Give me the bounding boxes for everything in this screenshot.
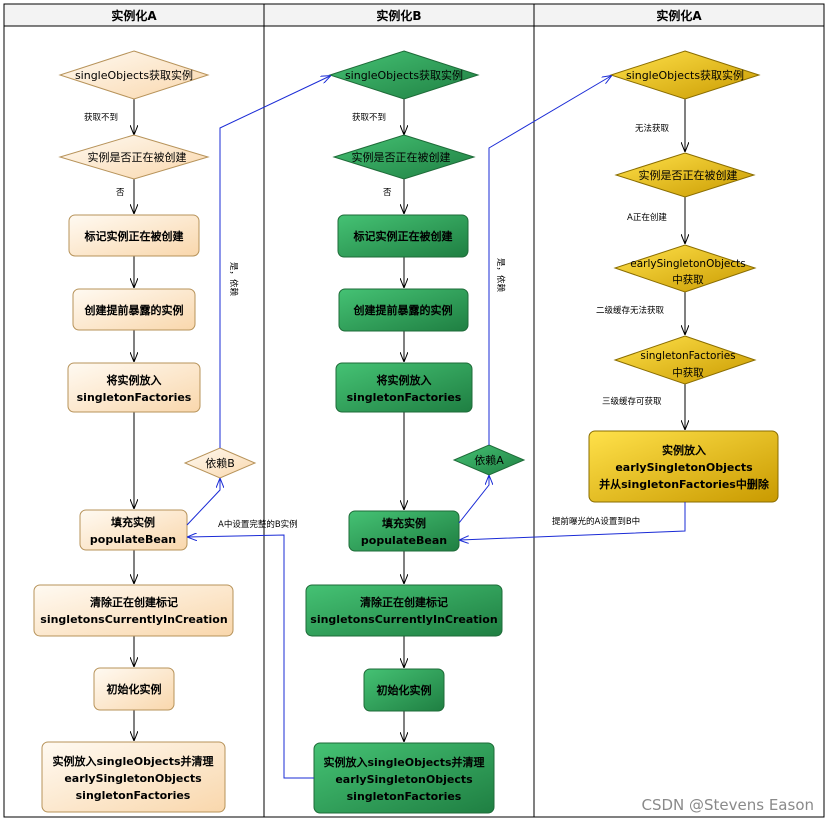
mid-process-put (335, 362, 473, 413)
mid-label-no: 否 (383, 188, 392, 198)
lane-title-right: 实例化A (656, 8, 702, 23)
arrow-left-populate-to-dep (186, 479, 220, 526)
mid-process-final-line2: earlySingletonObjects (335, 773, 473, 786)
arrow-mid-dep-to-right-get (488, 76, 611, 445)
left-process-put-line1: 将实例放入 (107, 373, 162, 387)
left-label-yes: 是，依赖 (228, 262, 239, 297)
mid-process-put-line2: singletonFactories (347, 391, 462, 404)
mid-process-mark (337, 214, 469, 258)
left-process-populate-line1: 填充实例 (111, 515, 155, 529)
arrow-mid-populate-to-dep (458, 476, 489, 524)
left-process-populate (79, 509, 188, 551)
left-process-early (72, 288, 196, 331)
left-process-init (93, 667, 175, 711)
left-process-init-label: 初始化实例 (107, 682, 162, 696)
mid-process-final-line1: 实例放入singleObjects并清理 (323, 755, 484, 769)
cross-lane-arrows (186, 76, 686, 779)
left-process-populate-line2: populateBean (90, 533, 176, 546)
right-decision-factories-line1: singletonFactories (640, 350, 735, 362)
right-decision-get-label: singleObjects获取实例 (626, 68, 744, 82)
mid-process-final-line3: singletonFactories (347, 790, 462, 803)
left-process-clear (33, 584, 234, 637)
left-process-final (41, 741, 226, 813)
arrow-mid-final-to-left-populate (188, 535, 314, 779)
mid-process-init (363, 668, 445, 712)
right-decision-early (613, 244, 757, 293)
right-process-move-line1: 实例放入 (662, 443, 706, 457)
right-decision-get (609, 50, 761, 100)
mid-process-populate-line2: populateBean (361, 534, 447, 547)
mid-label-yes: 是，依赖 (495, 258, 506, 293)
right-decision-creating-label: 实例是否正在被创建 (639, 168, 738, 182)
mid-process-early-label: 创建提前暴露的实例 (353, 303, 453, 317)
arrow-left-dep-to-mid-get (219, 76, 330, 448)
mid-decision-dep-label: 依赖A (474, 454, 504, 467)
left-decision-creating-label: 实例是否正在被创建 (88, 150, 187, 164)
right-label-cannot: 无法获取 (635, 123, 670, 134)
mid-label-notfound: 获取不到 (352, 112, 386, 123)
right-process-move-line3: 并从singletonFactories中删除 (599, 477, 770, 491)
right-decision-early-line2: 中获取 (672, 273, 704, 286)
right-label-l2: 二级缓存无法获取 (596, 305, 665, 316)
right-decision-factories-line2: 中获取 (672, 366, 704, 379)
right-label-creating: A正在创建 (627, 212, 667, 223)
mid-process-populate-line1: 填充实例 (382, 516, 426, 530)
left-process-final-line1: 实例放入singleObjects并清理 (52, 754, 213, 768)
mid-process-init-label: 初始化实例 (377, 683, 432, 697)
left-process-final-line3: singletonFactories (76, 789, 191, 802)
left-process-put-line2: singletonFactories (77, 391, 192, 404)
left-process-mark (68, 214, 200, 257)
mid-process-clear (305, 584, 503, 637)
mid-process-early (338, 288, 469, 332)
mid-lane: singleObjects获取实例 获取不到 实例是否正在被创建 否 标记实例正… (305, 50, 526, 814)
mid-process-clear-line2: singletonsCurrentlyInCreation (310, 613, 497, 626)
mid-decision-get (328, 50, 480, 100)
mid-decision-creating-label: 实例是否正在被创建 (352, 150, 451, 164)
left-decision-get-label: singleObjects获取实例 (75, 68, 193, 82)
left-process-mark-label: 标记实例正在被创建 (84, 229, 185, 243)
left-decision-dep-label: 依赖B (205, 457, 235, 470)
mid-process-populate (348, 510, 460, 552)
mid-decision-get-label: singleObjects获取实例 (345, 68, 463, 82)
right-process-move-line2: earlySingletonObjects (615, 461, 753, 474)
watermark: CSDN @Stevens Eason (641, 796, 814, 814)
right-lane: singleObjects获取实例 无法获取 实例是否正在被创建 A正在创建 e… (588, 50, 779, 503)
right-decision-factories (613, 335, 757, 385)
mid-decision-creating (332, 134, 476, 180)
lane-title-mid: 实例化B (376, 8, 421, 23)
mid-process-put-line1: 将实例放入 (377, 373, 432, 387)
left-process-clear-line2: singletonsCurrentlyInCreation (40, 613, 227, 626)
right-label-l3: 三级缓存可获取 (602, 396, 662, 407)
mid-process-clear-line1: 清除正在创建标记 (360, 595, 448, 609)
left-process-early-label: 创建提前暴露的实例 (84, 303, 184, 317)
left-process-put (67, 362, 201, 413)
left-lane: singleObjects获取实例 获取不到 实例是否正在被创建 否 标记实例正… (33, 50, 257, 813)
right-decision-early-line1: earlySingletonObjects (630, 258, 746, 270)
left-process-clear-line1: 清除正在创建标记 (90, 595, 178, 609)
left-label-notfound: 获取不到 (84, 112, 118, 123)
right-decision-creating (614, 152, 756, 198)
left-decision-creating (58, 134, 210, 180)
left-process-final-line2: earlySingletonObjects (64, 772, 202, 785)
right-label-setA: 提前曝光的A设置到B中 (552, 516, 640, 527)
left-label-setB: A中设置完整的B实例 (218, 519, 298, 530)
mid-process-mark-label: 标记实例正在被创建 (353, 229, 454, 243)
right-process-move (588, 430, 779, 503)
arrow-right-move-to-mid-populate (460, 502, 686, 540)
left-label-no: 否 (116, 188, 125, 198)
lane-title-left: 实例化A (111, 8, 157, 23)
left-decision-get (58, 50, 210, 100)
